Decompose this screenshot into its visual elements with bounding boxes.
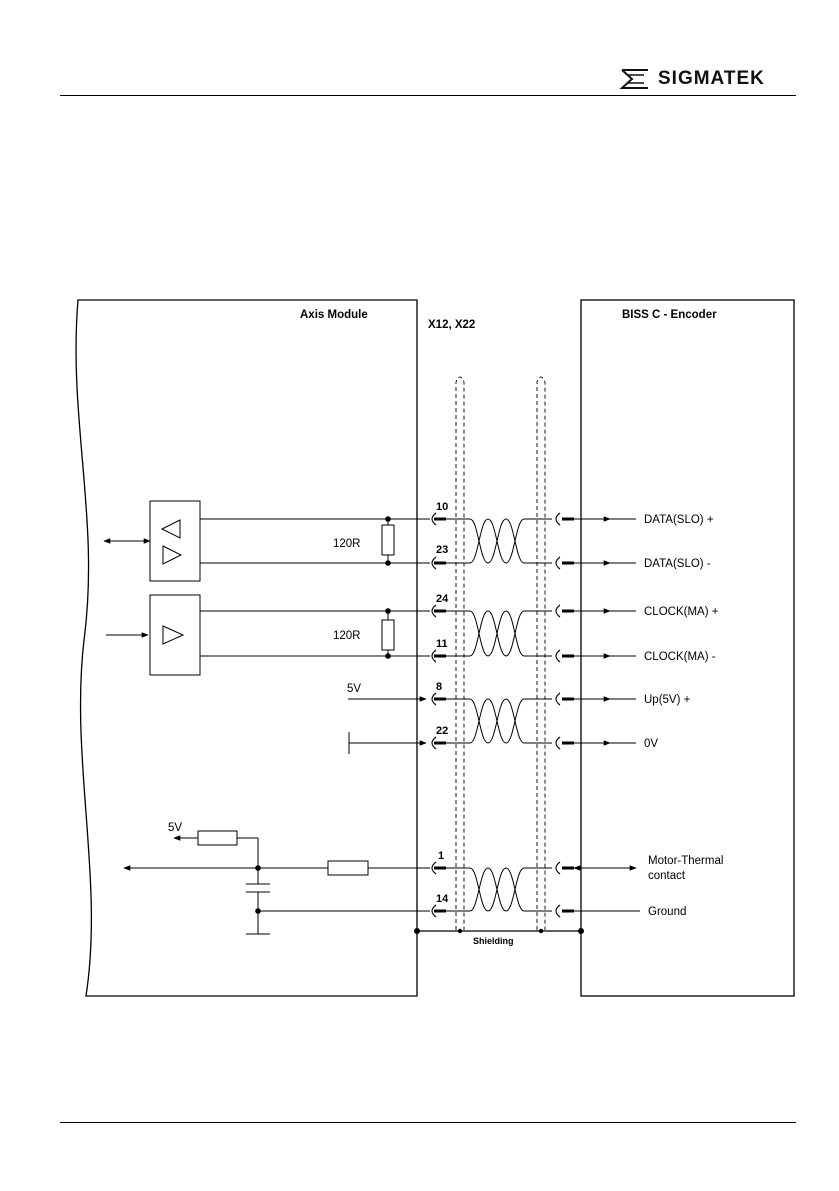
supply-5v-label: 5V (347, 683, 361, 695)
pin-number: 24 (436, 593, 449, 605)
signal-label: Up(5V) + (644, 694, 691, 706)
pin-number: 1 (438, 850, 444, 862)
clock-receiver (150, 595, 200, 675)
junction-dots (385, 516, 391, 659)
axis-module-title: Axis Module (300, 309, 368, 321)
connector-pins-right (556, 513, 574, 917)
pin-number: 10 (436, 501, 448, 513)
connector-label: X12, X22 (428, 319, 475, 331)
signal-label: DATA(SLO) + (644, 514, 714, 526)
signal-label: CLOCK(MA) - (644, 651, 716, 663)
shielding-label: Shielding (473, 936, 514, 946)
ground-0v (349, 732, 426, 754)
pin-number: 22 (436, 725, 448, 737)
footer-rule (60, 1122, 796, 1123)
encoder-box (581, 300, 794, 996)
signal-label: 0V (644, 738, 658, 750)
encoder-title: BISS C - Encoder (622, 309, 717, 321)
signal-label: Ground (648, 906, 686, 918)
pin-number: 11 (436, 638, 448, 650)
internal-wiring (200, 519, 430, 656)
twisted-pairs (446, 519, 552, 911)
resistor-label-clock: 120R (333, 630, 361, 642)
cable-shield (456, 377, 545, 930)
shielding-bus (414, 928, 584, 934)
resistor-label-data: 120R (333, 538, 361, 550)
pin-number: 23 (436, 544, 448, 556)
signal-label: DATA(SLO) - (644, 558, 711, 570)
thermal-circuit (124, 831, 430, 934)
encoder-wiring (574, 519, 640, 911)
pin-number: 14 (436, 893, 449, 905)
pin-number: 8 (436, 681, 442, 693)
signal-label: contact (648, 870, 686, 882)
data-transceiver (150, 501, 200, 581)
thermal-5v-label: 5V (168, 822, 182, 834)
signal-label: CLOCK(MA) + (644, 606, 719, 618)
signal-label: Motor-Thermal (648, 855, 723, 867)
